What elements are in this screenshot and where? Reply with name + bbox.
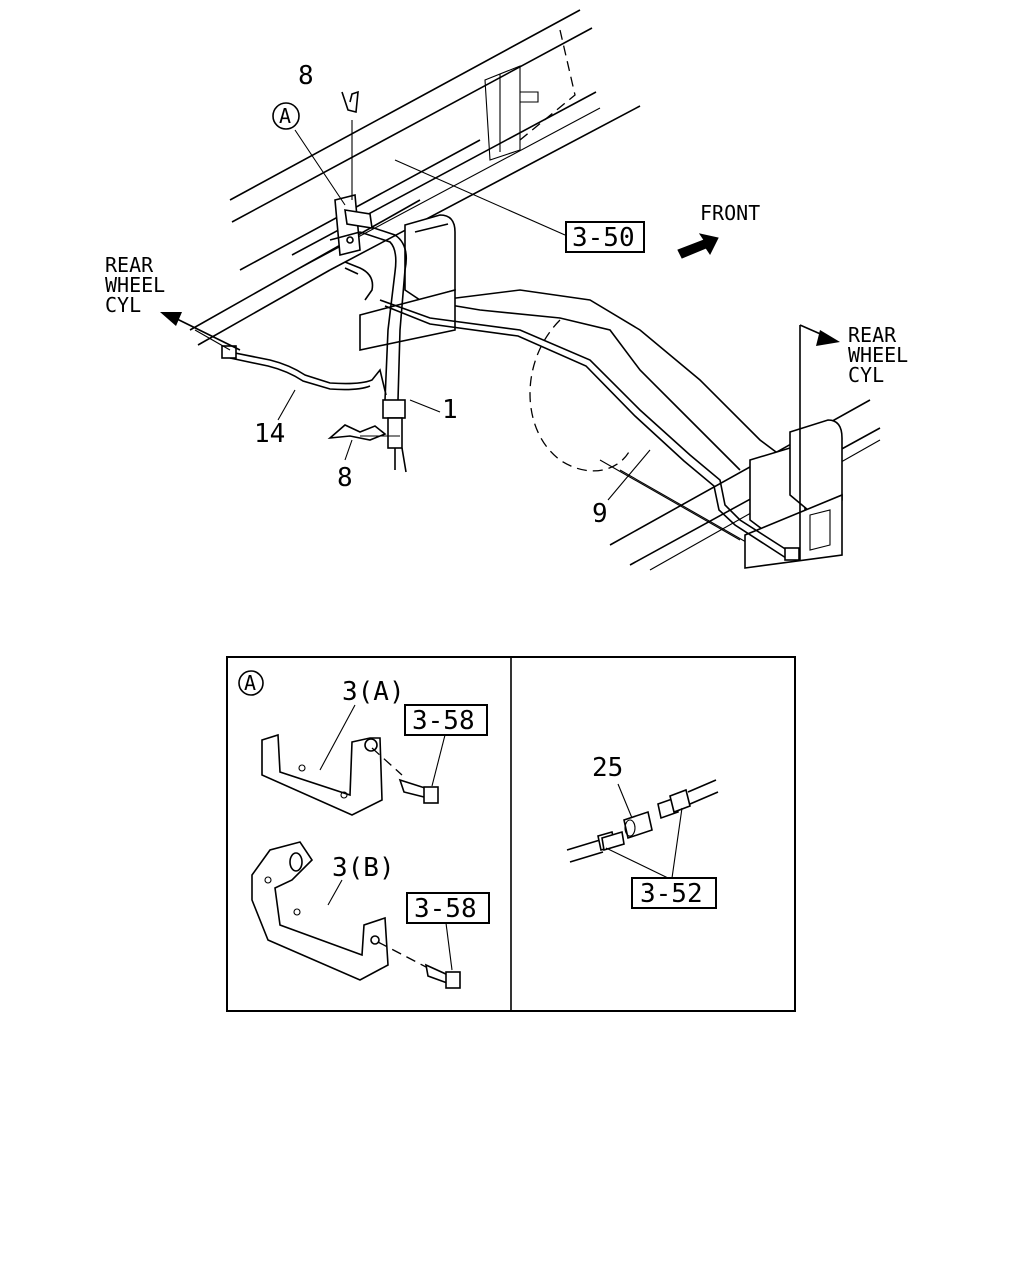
ref-3-52-leaders — [605, 807, 683, 879]
ref-3-52-label: 3-52 — [640, 879, 703, 909]
ref-3-52-box — [631, 877, 717, 909]
callout-a-icon: A — [272, 102, 300, 130]
ref-3-58-bottom-label: 3-58 — [414, 894, 477, 924]
part-8-bottom-label: 8 — [337, 463, 353, 493]
ref-3-58-top-label: 3-58 — [412, 706, 475, 736]
rear-wheel-cyl-right-line3: CYL — [848, 363, 884, 387]
front-label: FRONT — [700, 201, 760, 225]
part-1-label: 1 — [442, 395, 458, 425]
ref-3-50-box — [565, 221, 645, 253]
bracket-3a — [261, 704, 439, 816]
part-3b-label: 3(B) — [332, 853, 395, 883]
part-25-label: 25 — [592, 753, 623, 783]
ref-3-58-bottom-box — [406, 892, 490, 924]
rear-wheel-cyl-right-arrow-icon — [799, 324, 840, 346]
leaf-spring-right — [744, 419, 843, 569]
bracket-upper — [329, 193, 373, 257]
part-14-label: 14 — [254, 419, 285, 449]
rear-wheel-cyl-left-line3: CYL — [105, 293, 141, 317]
leader-lines — [194, 129, 801, 560]
ref-3-58-top-box — [404, 704, 488, 736]
rear-wheel-cyl-left-line2: WHEEL — [105, 273, 165, 297]
brake-hose-1 — [359, 224, 408, 473]
rear-wheel-cyl-left-arrow-icon — [160, 312, 241, 351]
clip-8-bottom — [327, 424, 400, 441]
ref-3-58-top-leader — [431, 734, 446, 787]
clip-8-top — [341, 90, 359, 200]
leaf-spring-left — [359, 214, 456, 351]
bracket-3b — [251, 841, 461, 989]
callout-a-label: A — [279, 104, 291, 128]
front-arrow-icon — [677, 233, 719, 259]
rear-wheel-cyl-right-line1: REAR — [848, 323, 897, 347]
detail-callout-a-label: A — [244, 671, 256, 695]
part-25-leader — [617, 783, 633, 819]
brake-pipe-9 — [344, 261, 800, 561]
part-9-label: 9 — [592, 499, 608, 529]
ref-3-50-label: 3-50 — [572, 223, 635, 253]
union-assembly — [566, 779, 719, 863]
part-8-top-label: 8 — [298, 61, 314, 91]
rear-wheel-cyl-right-line2: WHEEL — [848, 343, 908, 367]
ref-3-58-bottom-leader — [445, 922, 453, 971]
brake-pipe-14 — [221, 345, 387, 396]
detail-callout-a-icon: A — [238, 670, 264, 696]
rear-wheel-cyl-left-line1: REAR — [105, 253, 154, 277]
part-3a-label: 3(A) — [342, 677, 405, 707]
